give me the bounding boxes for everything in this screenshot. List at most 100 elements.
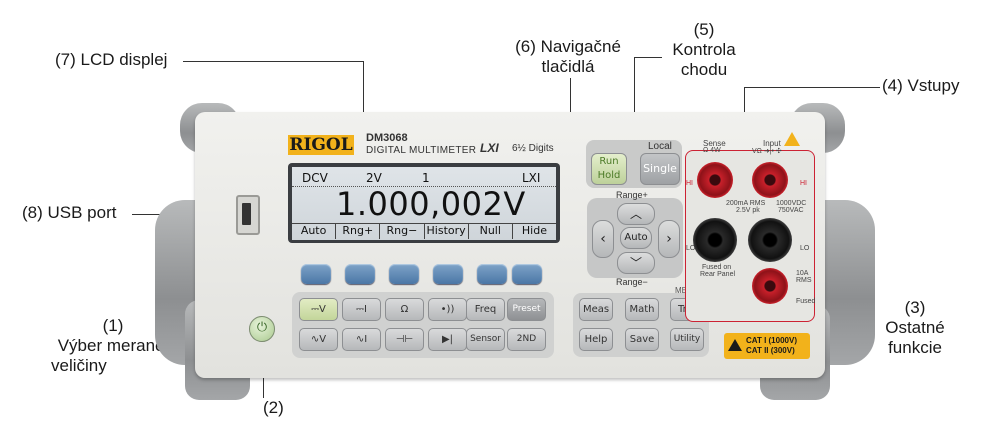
hi-label-right: HI: [800, 180, 807, 187]
callout-navigation-line2: tlačidlá: [541, 57, 595, 76]
lcd-softkey-null: Null: [468, 223, 513, 239]
usb-port[interactable]: [236, 195, 260, 235]
math-key[interactable]: Math: [625, 298, 659, 321]
chevron-down-icon: ﹀: [629, 256, 642, 270]
single-button[interactable]: Single: [640, 153, 680, 185]
capacitance-key[interactable]: ⊣⊢: [385, 328, 424, 351]
chevron-right-icon: ›: [666, 231, 672, 247]
callout-other-line1: Ostatné: [885, 318, 945, 337]
help-key[interactable]: Help: [579, 328, 613, 351]
lcd-display: DCV 2V 1 LXI 1.000,002V Auto Rng+ Rng− H…: [292, 167, 557, 240]
lcd-softkey-rng-plus: Rng+: [336, 223, 381, 239]
hi-label-left: HI: [686, 180, 693, 187]
callout-measurement-line2: veličiny: [51, 356, 107, 375]
chevron-left-icon: ‹: [600, 231, 606, 247]
softkey-5[interactable]: [477, 264, 507, 284]
lcd-softkey-labels: Auto Rng+ Rng− History Null Hide: [292, 223, 557, 239]
current-10a-jack[interactable]: [752, 268, 788, 304]
callout-run-number: (5): [693, 20, 715, 39]
category-warning-label: CAT I (1000V) CAT II (300V): [724, 333, 810, 359]
digits-label: 6½ Digits: [512, 143, 554, 154]
power-button[interactable]: ⏻: [249, 316, 275, 342]
dcv-key[interactable]: ⎓V: [299, 298, 338, 321]
nav-left-button[interactable]: ‹: [592, 220, 614, 258]
dci-key[interactable]: ⎓I: [342, 298, 381, 321]
leader-line-inputs-h: [744, 87, 880, 88]
nav-right-button[interactable]: ›: [658, 220, 680, 258]
max-voltage-ac-label: 750VAC: [778, 207, 804, 214]
nav-down-button[interactable]: ﹀: [617, 252, 655, 274]
callout-run-line1: Kontrola: [672, 40, 736, 59]
aci-key[interactable]: ∿I: [342, 328, 381, 351]
fused-on-label: Fused on: [702, 264, 732, 271]
input-lo-jack[interactable]: [748, 218, 792, 262]
lcd-divider-top: [292, 186, 556, 188]
sense-sub-label: Ω 4W: [703, 147, 721, 154]
input-label: Input: [763, 139, 781, 148]
callout-usb-port: (8) USB port: [22, 203, 117, 222]
run-label: Run: [599, 156, 619, 167]
lcd-softkey-hide: Hide: [512, 223, 557, 239]
callout-other-number: (3): [904, 298, 926, 317]
lcd-reading: 1.000,002V: [336, 185, 526, 223]
softkey-3[interactable]: [389, 264, 419, 284]
hold-label: Hold: [597, 170, 621, 181]
acv-key[interactable]: ∿V: [299, 328, 338, 351]
current-10a-label: 10A: [796, 270, 809, 277]
input-hi-jack[interactable]: [752, 162, 788, 198]
device-type: DIGITAL MULTIMETER: [366, 145, 477, 156]
softkey-4[interactable]: [433, 264, 463, 284]
cat-two-rating: CAT II (300V): [746, 346, 795, 355]
run-hold-button[interactable]: Run Hold: [591, 153, 627, 185]
callout-other-line2: funkcie: [888, 338, 942, 357]
range-minus-label: Range−: [616, 277, 648, 287]
input-sub-label: VΩ ➜|• ✣: [752, 148, 782, 155]
nav-up-button[interactable]: ︿: [617, 203, 655, 225]
callout-lcd-display: (7) LCD displej: [55, 50, 168, 69]
lo-label-left: LO: [686, 245, 696, 252]
callout-measurement-line1: Výber meranej: [57, 336, 169, 355]
lcd-trigger: 1: [422, 171, 430, 185]
model-name: DM3068: [366, 132, 408, 144]
lcd-lxi: LXI: [522, 171, 541, 185]
local-label: Local: [648, 141, 672, 152]
callout-other-functions: (3) Ostatné funkcie: [870, 298, 960, 358]
lxi-logo: LXI: [480, 141, 499, 155]
leader-line-run-h: [634, 57, 662, 58]
utility-key[interactable]: Utility: [670, 328, 704, 351]
softkey-1[interactable]: [301, 264, 331, 284]
sense-lo-jack[interactable]: [693, 218, 737, 262]
lcd-range: 2V: [366, 171, 382, 185]
sense-hi-jack[interactable]: [697, 162, 733, 198]
softkey-2[interactable]: [345, 264, 375, 284]
meas-key[interactable]: Meas: [579, 298, 613, 321]
softkey-6[interactable]: [512, 264, 542, 284]
callout-inputs: (4) Vstupy: [882, 76, 960, 95]
freq-key[interactable]: Freq: [466, 298, 505, 321]
preset-key[interactable]: Preset: [507, 298, 546, 321]
lcd-softkey-auto: Auto: [292, 223, 337, 239]
brand-logo: RIGOL: [288, 135, 354, 155]
cat-one-rating: CAT I (1000V): [746, 336, 797, 345]
continuity-key[interactable]: •)): [428, 298, 467, 321]
sense-label: Sense: [703, 139, 726, 148]
warning-icon: [728, 339, 742, 351]
auto-button[interactable]: Auto: [620, 227, 652, 249]
chevron-up-icon: ︿: [629, 207, 642, 221]
resistance-key[interactable]: Ω: [385, 298, 424, 321]
lcd-softkey-history: History: [424, 223, 469, 239]
callout-measurement-select: (1) Výber meranej veličiny: [38, 316, 188, 376]
fused-label: Fused: [796, 298, 816, 305]
max-voltage-dc-label: 1000VDC: [776, 200, 807, 207]
sensor-key[interactable]: Sensor: [466, 328, 505, 351]
current-10a-rms-label: RMS: [796, 277, 812, 284]
lcd-mode: DCV: [302, 171, 328, 185]
callout-navigation-line1: (6) Navigačné: [515, 37, 621, 56]
second-function-key[interactable]: 2ND: [507, 328, 546, 351]
save-key[interactable]: Save: [625, 328, 659, 351]
lo-label-right: LO: [800, 245, 810, 252]
lcd-softkey-rng-minus: Rng−: [380, 223, 425, 239]
current-rating-label: 200mA RMS: [726, 200, 766, 207]
diode-key[interactable]: ▶|: [428, 328, 467, 351]
callout-run-control: (5) Kontrola chodu: [654, 20, 754, 80]
